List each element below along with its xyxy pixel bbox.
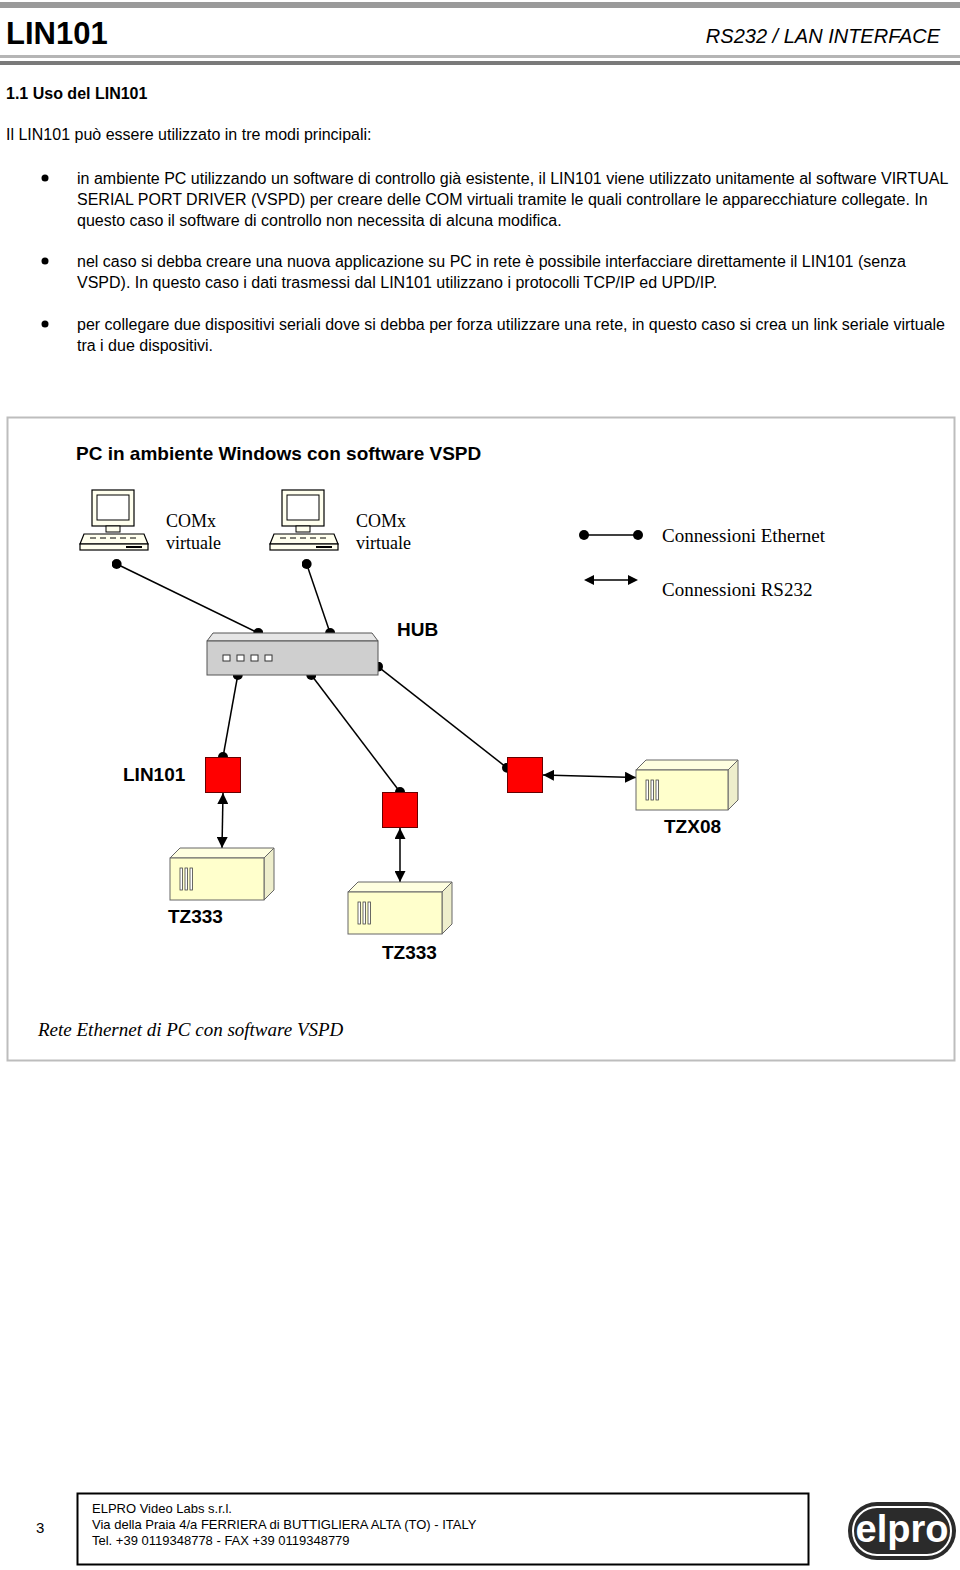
device-front [348, 892, 442, 934]
device-vent [180, 868, 183, 890]
company-phone: Tel. +39 0119348778 - FAX +39 0119348779 [92, 1533, 350, 1549]
logo-text: elpro [848, 1506, 956, 1552]
legend-ethernet-sample [579, 530, 643, 540]
footer-box [78, 1494, 809, 1565]
lin101-module-shape [507, 757, 543, 793]
header-rule [0, 55, 960, 58]
module-label: LIN101 [123, 764, 185, 786]
device-side [728, 760, 738, 810]
device-vent [185, 868, 188, 890]
serial-device-shape [348, 882, 452, 934]
hub-label: HUB [397, 619, 438, 641]
bullet-text: in ambiente PC utilizzando un software d… [77, 168, 952, 231]
hub-shape [207, 633, 378, 675]
pc-virtual-com: COMx virtuale [268, 488, 436, 564]
header-rule [0, 61, 960, 65]
logo-pill [848, 1502, 956, 1560]
bullet [42, 321, 49, 328]
device-vent [646, 780, 649, 800]
lin101-module-shape [205, 757, 241, 793]
lin101-module [507, 757, 543, 793]
device-side [264, 848, 274, 900]
device-label: TZX08 [664, 816, 721, 838]
diagram-frame [8, 418, 955, 1061]
hub-port [223, 655, 230, 661]
device-front [170, 858, 264, 900]
section-heading: 1.1 Uso del LIN101 [6, 84, 147, 104]
hub-port [251, 655, 258, 661]
ethernet-link [311, 675, 400, 792]
bullet [42, 175, 49, 182]
company-name: ELPRO Video Labs s.r.l. [92, 1501, 232, 1517]
device-side [442, 882, 452, 934]
hub-port [265, 655, 272, 661]
serial-device: TZ333 [170, 848, 274, 900]
port-label: COMx virtuale [356, 510, 432, 554]
rs232-link [399, 828, 401, 882]
lin101-module-shape [382, 792, 418, 828]
header-title: LIN101 [6, 14, 108, 53]
hub-top [207, 633, 378, 641]
rs232-link [543, 775, 636, 778]
rs232-link [222, 793, 223, 848]
module-box [206, 758, 241, 793]
page-number: 3 [36, 1518, 44, 1537]
hub-port [237, 655, 244, 661]
company-address: Via della Praia 4/a FERRIERA di BUTTIGLI… [92, 1517, 476, 1533]
pc-virtual-com: COMx virtuale [78, 488, 246, 564]
pc-icon [80, 490, 148, 550]
ethernet-link [117, 564, 259, 633]
device-vent [363, 902, 366, 924]
serial-device-shape [170, 848, 274, 900]
port-label: COMx virtuale [166, 510, 242, 554]
hub-body [207, 641, 378, 675]
device-top [170, 848, 274, 858]
legend-text: Connessioni Ethernet [662, 524, 825, 548]
device-label: TZ333 [168, 906, 223, 928]
device-vent [368, 902, 371, 924]
intro-text: Il LIN101 può essere utilizzato in tre m… [6, 125, 372, 145]
pc-icon [270, 490, 338, 550]
diagram-caption: Rete Ethernet di PC con software VSPD [38, 1018, 343, 1042]
legend-rs232-sample [584, 575, 638, 585]
module-box [508, 758, 543, 793]
bullet [42, 258, 49, 265]
ethernet-link [307, 564, 330, 633]
device-vent [190, 868, 193, 890]
header-bar [0, 2, 960, 8]
device-top [636, 760, 738, 770]
bullet-text: nel caso si debba creare una nuova appli… [77, 251, 952, 293]
device-vent [656, 780, 659, 800]
device-front [636, 770, 728, 810]
device-vent [358, 902, 361, 924]
serial-device: TZX08 [636, 760, 738, 810]
header-subtitle: RS232 / LAN INTERFACE [600, 24, 940, 49]
hub: HUB [207, 633, 378, 675]
module-box [383, 793, 418, 828]
serial-device: TZ333 [348, 882, 452, 934]
device-top [348, 882, 452, 892]
device-vent [651, 780, 654, 800]
lin101-module [382, 792, 418, 828]
legend-text: Connessioni RS232 [662, 578, 812, 602]
ethernet-link [378, 667, 507, 768]
bullet-text: per collegare due dispositivi seriali do… [77, 314, 952, 356]
diagram-title: PC in ambiente Windows con software VSPD [76, 442, 481, 466]
device-label: TZ333 [382, 942, 437, 964]
serial-device-shape [636, 760, 738, 810]
ethernet-link [223, 675, 238, 757]
lin101-module: LIN101 [205, 757, 241, 793]
